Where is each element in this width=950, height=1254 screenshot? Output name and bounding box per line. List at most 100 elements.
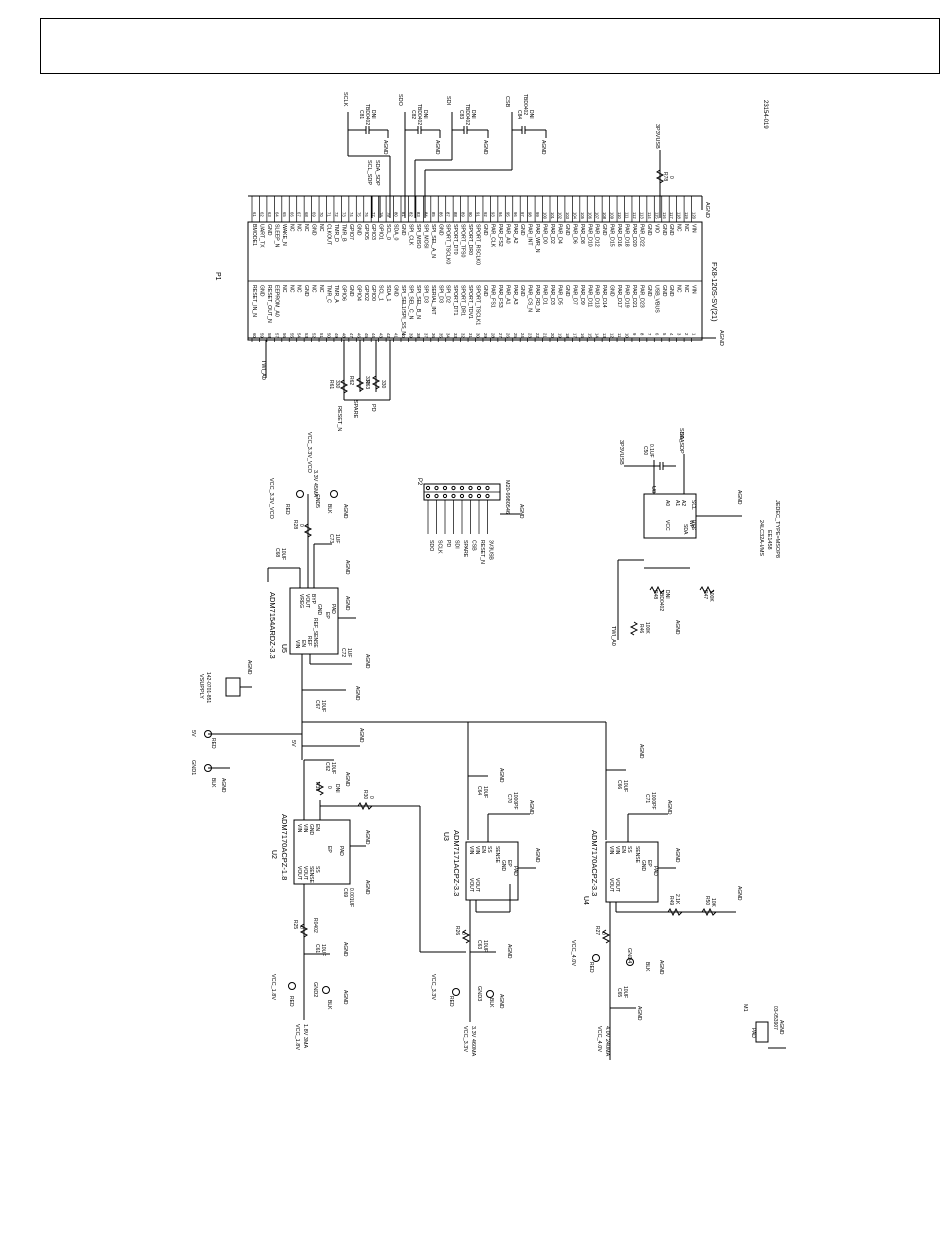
svg-text:100K: 100K bbox=[644, 622, 650, 634]
p1-pin-name: GND bbox=[311, 224, 317, 236]
svg-text:C71: C71 bbox=[644, 794, 650, 803]
svg-text:AGND: AGND bbox=[358, 728, 364, 743]
p1-part: FX8-120S-SV(21) bbox=[710, 262, 719, 322]
p1-pin-num: 89 bbox=[461, 212, 466, 217]
svg-text:VCC_3.3V: VCC_3.3V bbox=[430, 974, 436, 1000]
svg-text:1UF: 1UF bbox=[334, 534, 340, 543]
p1-pin-name: GND bbox=[519, 224, 525, 236]
p1-pin-num: 26 bbox=[505, 333, 510, 338]
svg-text:AGND: AGND bbox=[636, 1006, 642, 1021]
p1-pin-name: GND bbox=[437, 224, 443, 236]
svg-text:VIN: VIN bbox=[474, 846, 480, 855]
p1-pin-name: SPORT_DT0 bbox=[452, 224, 458, 255]
p1-pin-num: 71 bbox=[327, 212, 332, 217]
svg-text:BLK: BLK bbox=[326, 504, 332, 514]
p1-pin-num: 117 bbox=[669, 212, 674, 219]
p2-signal: PD bbox=[445, 540, 451, 547]
svg-text:VCC_1.8V: VCC_1.8V bbox=[270, 974, 276, 1000]
mount-m1: M1 03-053907 PAD AGND bbox=[742, 1004, 786, 1049]
svg-text:C50: C50 bbox=[642, 446, 648, 455]
p1-pin-num: 1 bbox=[692, 333, 697, 336]
p1-pin-name: PAR_D3 bbox=[549, 285, 555, 305]
svg-text:0: 0 bbox=[326, 786, 332, 789]
svg-text:ADM7171ACPZ-3.3: ADM7171ACPZ-3.3 bbox=[452, 830, 461, 896]
svg-text:U4: U4 bbox=[582, 896, 589, 905]
svg-text:R0402: R0402 bbox=[312, 918, 318, 933]
svg-text:2.1K: 2.1K bbox=[674, 894, 680, 905]
p1-pin-num: 118 bbox=[677, 212, 682, 219]
svg-text:A1: A1 bbox=[674, 500, 680, 506]
svg-text:R47: R47 bbox=[702, 590, 708, 599]
p1-pin-name: TMR_D bbox=[333, 224, 339, 242]
p1-pin-num: 30 bbox=[476, 333, 481, 338]
svg-text:3P3VUSB: 3P3VUSB bbox=[654, 124, 660, 149]
svg-text:EN: EN bbox=[620, 846, 626, 853]
p1-pin-name: SPI_CLK bbox=[407, 224, 413, 246]
svg-text:5V: 5V bbox=[290, 740, 296, 747]
svg-text:24LC32A-I/MS: 24LC32A-I/MS bbox=[758, 520, 764, 556]
p1-pin-num: 47 bbox=[349, 333, 354, 338]
svg-text:C81: C81 bbox=[358, 110, 364, 119]
svg-text:0: 0 bbox=[368, 796, 374, 799]
p1-pin-name: GND bbox=[609, 285, 615, 297]
p1-pin-name: PAR_D11 bbox=[586, 285, 592, 307]
svg-text:TWI_A0: TWI_A0 bbox=[610, 626, 616, 646]
p1-pin-num: 83 bbox=[416, 212, 421, 217]
p1-pin-name: PAR_FS2 bbox=[497, 224, 503, 247]
p1-pin-num: 46 bbox=[356, 333, 361, 338]
svg-text:C68: C68 bbox=[274, 548, 280, 557]
svg-text:GND: GND bbox=[316, 604, 322, 616]
p1-pin-name: NC bbox=[676, 285, 682, 293]
svg-text:0.001UF: 0.001UF bbox=[348, 888, 354, 907]
svg-text:TBD0402: TBD0402 bbox=[658, 590, 664, 611]
svg-text:R25: R25 bbox=[292, 920, 298, 929]
svg-text:4.0V 240MA: 4.0V 240MA bbox=[604, 1026, 610, 1057]
p1-pin-num: 40 bbox=[401, 333, 406, 338]
p1-pin-name: PAR_D16 bbox=[616, 224, 622, 247]
svg-text:EP: EP bbox=[646, 860, 652, 867]
p1-pin-name: CLKOUT bbox=[326, 224, 332, 246]
svg-text:C67: C67 bbox=[314, 700, 320, 709]
svg-text:EP: EP bbox=[506, 860, 512, 867]
svg-text:GND2: GND2 bbox=[312, 982, 318, 997]
svg-text:ADM7170ACPZ-1.8: ADM7170ACPZ-1.8 bbox=[280, 814, 289, 880]
p1-pin-name: PAR_RD_N bbox=[534, 285, 540, 313]
p1-pin-num: 73 bbox=[341, 212, 346, 217]
p1-pin-name: NC bbox=[318, 224, 324, 232]
p1-pin-num: 31 bbox=[468, 333, 473, 338]
p1-pin-num: 10 bbox=[625, 333, 630, 338]
p1-pin-name: GPIO7 bbox=[348, 224, 354, 240]
p1-pin-num: 27 bbox=[498, 333, 503, 338]
p1-pin-num: 18 bbox=[565, 333, 570, 338]
p1-pin-name: PAR_D6 bbox=[571, 224, 577, 244]
p1-pin-name: NC bbox=[683, 285, 689, 293]
p1-pin-name: PAR_FS1 bbox=[489, 285, 495, 308]
p1-pin-num: 103 bbox=[565, 212, 570, 220]
svg-text:A2: A2 bbox=[680, 500, 686, 506]
p1-pin-num: 14 bbox=[595, 333, 600, 338]
svg-text:C64: C64 bbox=[476, 786, 482, 795]
svg-text:SDA: SDA bbox=[678, 432, 684, 443]
svg-text:AGND: AGND bbox=[718, 330, 724, 346]
p1-ref: P1 bbox=[214, 272, 221, 281]
p1-pin-num: 38 bbox=[416, 333, 421, 338]
svg-text:BLK: BLK bbox=[326, 1000, 332, 1010]
svg-text:142-0701-851: 142-0701-851 bbox=[205, 672, 211, 703]
p1-pin-num: 79 bbox=[386, 212, 391, 217]
p1-pin-num: 56 bbox=[282, 333, 287, 338]
p1-pin-num: 35 bbox=[438, 333, 443, 338]
p1-pin-num: 55 bbox=[289, 333, 294, 338]
p1-pin-name: NC bbox=[296, 285, 302, 293]
svg-text:10UF: 10UF bbox=[482, 786, 488, 798]
svg-text:AGND: AGND bbox=[736, 886, 742, 901]
p2-signal: 3V3USB bbox=[488, 540, 494, 560]
svg-text:AGND: AGND bbox=[364, 880, 370, 895]
p1-pin-num: 60 bbox=[252, 333, 257, 338]
svg-text:AGND: AGND bbox=[506, 944, 512, 959]
svg-text:R46: R46 bbox=[638, 624, 644, 633]
p1-pin-name: SLEEP_N bbox=[273, 224, 279, 248]
svg-text:AGND: AGND bbox=[674, 620, 680, 635]
u3-body bbox=[465, 841, 519, 901]
regulator-u2: U2 ADM7170ACPZ-1.8 VOUT VOUT SENSE SS VI… bbox=[270, 759, 466, 1050]
